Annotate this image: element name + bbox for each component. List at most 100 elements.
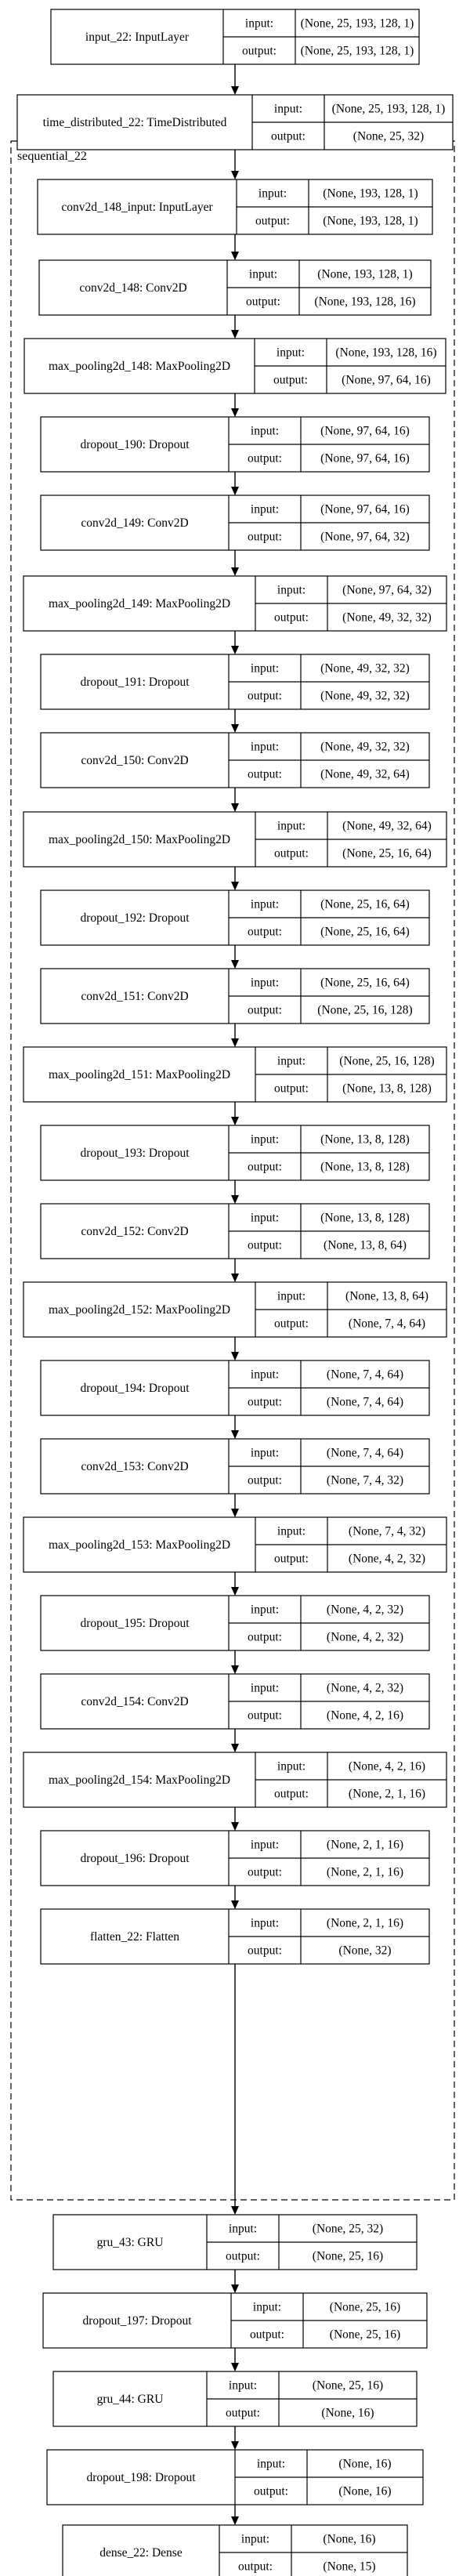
- arrow-head: [231, 252, 239, 260]
- edge-arrow: [231, 64, 239, 95]
- layer-node: max_pooling2d_154: MaxPooling2Dinput:out…: [23, 1752, 447, 1808]
- arrow-head: [231, 2516, 239, 2525]
- output-label: output:: [248, 1631, 282, 1644]
- input-shape: (None, 49, 32, 32): [320, 662, 410, 676]
- input-label: input:: [251, 1133, 279, 1147]
- output-label: output:: [246, 295, 280, 309]
- input-label: input:: [277, 820, 306, 833]
- output-shape: (None, 15): [323, 2560, 375, 2574]
- input-label: input:: [241, 2533, 269, 2546]
- output-label: output:: [248, 1474, 282, 1487]
- layer-label: dropout_190: Dropout: [80, 438, 190, 451]
- layer-label: conv2d_150: Conv2D: [81, 754, 188, 767]
- output-label: output:: [273, 374, 308, 387]
- input-label: input:: [251, 898, 279, 911]
- input-shape: (None, 49, 32, 64): [342, 820, 432, 833]
- layer-label: dropout_193: Dropout: [80, 1147, 190, 1160]
- input-shape: (None, 193, 128, 1): [317, 268, 412, 281]
- output-shape: (None, 7, 4, 64): [349, 1317, 425, 1331]
- input-shape: (None, 25, 16): [330, 2301, 400, 2314]
- output-label: output:: [274, 1552, 309, 1566]
- layer-label: max_pooling2d_151: MaxPooling2D: [49, 1068, 230, 1081]
- output-label: output:: [274, 611, 309, 625]
- output-shape: (None, 49, 32, 64): [320, 768, 410, 781]
- arrow-head: [231, 1195, 239, 1204]
- output-label: output:: [248, 926, 282, 939]
- input-label: input:: [253, 2301, 281, 2314]
- layer-label: dropout_192: Dropout: [80, 911, 190, 925]
- input-shape: (None, 13, 8, 64): [345, 1290, 428, 1303]
- arrow-head: [231, 646, 239, 654]
- arrow-head: [231, 408, 239, 417]
- arrow-head: [231, 1430, 239, 1439]
- arrow-head: [231, 1900, 239, 1909]
- output-label: output:: [274, 1082, 309, 1096]
- output-shape: (None, 13, 8, 128): [342, 1082, 432, 1096]
- output-label: output:: [248, 1161, 282, 1174]
- arrow-head: [231, 86, 239, 95]
- output-label: output:: [226, 2407, 260, 2420]
- output-label: output:: [248, 768, 282, 781]
- arrow-head: [231, 1822, 239, 1831]
- layer-label: conv2d_151: Conv2D: [81, 990, 188, 1003]
- layer-node: dropout_194: Dropoutinput:output:(None, …: [40, 1360, 430, 1416]
- output-label: output:: [248, 1866, 282, 1879]
- edge-arrow: [231, 472, 239, 495]
- layer-node: dropout_195: Dropout input: output: (None, …: [40, 1595, 430, 1651]
- layer-label: dropout_195: Dropout: [80, 1617, 190, 1630]
- input-shape: (None, 4, 2, 32): [327, 1603, 403, 1617]
- arrow-head: [231, 2284, 239, 2293]
- input-label: input:: [229, 2379, 257, 2393]
- input-label: input:: [258, 187, 287, 201]
- arrow-head: [231, 1665, 239, 1674]
- input-label: input:: [251, 662, 279, 676]
- input-label: input:: [251, 1603, 279, 1617]
- layer-label: flatten_22: Flatten: [90, 1930, 179, 1944]
- layer-node-box: [62, 2524, 408, 2576]
- layer-label: conv2d_152: Conv2D: [81, 1225, 188, 1238]
- layer-node: max_pooling2d_150: MaxPooling2Dinput:out…: [23, 811, 447, 868]
- input-label: input:: [251, 1368, 279, 1382]
- edge-arrow: [231, 788, 239, 812]
- edge-arrow: [231, 1337, 239, 1360]
- layer-label: dropout_197: Dropout: [82, 2314, 192, 2328]
- output-label: output:: [238, 2560, 273, 2574]
- input-shape: (None, 97, 64, 16): [320, 425, 410, 438]
- output-shape: (None, 25, 16, 64): [342, 847, 432, 860]
- output-shape: (None, 193, 128, 16): [314, 295, 415, 309]
- input-label: input:: [251, 741, 279, 754]
- output-shape: (None, 7, 4, 64): [327, 1396, 403, 1409]
- input-shape: (None, 7, 4, 64): [327, 1447, 403, 1460]
- input-label: input:: [277, 1525, 306, 1538]
- arrow-head: [231, 1509, 239, 1517]
- output-shape: (None, 49, 32, 32): [342, 611, 432, 625]
- input-shape: (None, 7, 4, 64): [327, 1368, 403, 1382]
- input-label: input:: [274, 103, 302, 116]
- layer-label: conv2d_153: Conv2D: [81, 1460, 188, 1473]
- layer-label: max_pooling2d_150: MaxPooling2D: [49, 833, 230, 846]
- edge-arrow: [231, 631, 239, 654]
- input-shape: (None, 2, 1, 16): [327, 1917, 403, 1930]
- layer-label: max_pooling2d_148: MaxPooling2D: [49, 360, 230, 373]
- layer-label: max_pooling2d_149: MaxPooling2D: [49, 597, 230, 610]
- layer-node: max_pooling2d_152: MaxPooling2Dinput:out…: [23, 1281, 447, 1338]
- layer-node: input_22: InputLayerinput:output:(None, …: [50, 9, 420, 65]
- edge-arrow: [231, 315, 239, 339]
- layer-node: max_pooling2d_153: MaxPooling2Dinput:out…: [23, 1516, 447, 1573]
- arrow-head: [231, 2363, 239, 2371]
- input-shape: (None, 49, 32, 32): [320, 741, 410, 754]
- input-label: input:: [251, 1682, 279, 1695]
- layer-label: input_22: InputLayer: [85, 31, 190, 44]
- edge-arrow: [231, 150, 239, 179]
- output-shape: (None, 25, 32): [353, 130, 424, 143]
- arrow-head: [231, 1117, 239, 1125]
- input-shape: (None, 25, 16): [313, 2379, 383, 2393]
- edge-arrow: [231, 1807, 239, 1831]
- input-label: input:: [251, 503, 279, 516]
- layer-node: dropout_197: Dropoutinput:output:(None, …: [42, 2292, 428, 2349]
- layer-node: dropout_190: Dropoutinput:output:(None, …: [40, 416, 430, 473]
- output-shape: (None, 97, 64, 32): [320, 531, 410, 544]
- input-label: input:: [251, 1447, 279, 1460]
